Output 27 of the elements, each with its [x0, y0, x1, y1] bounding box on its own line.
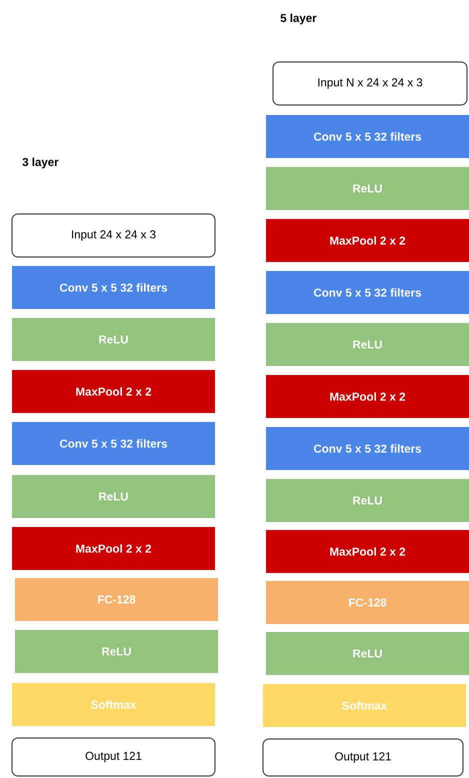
input-output-box: Output 121: [12, 738, 216, 776]
conv-layer-box: Conv 5 x 5 32 filters: [12, 266, 215, 309]
relu-layer-box: ReLU: [266, 323, 469, 366]
fc-layer-box: FC-128: [15, 578, 218, 621]
maxpool-layer-box: MaxPool 2 x 2: [12, 370, 215, 413]
maxpool-layer-box: MaxPool 2 x 2: [266, 375, 469, 418]
relu-layer-box: ReLU: [266, 167, 469, 210]
conv-layer-box: Conv 5 x 5 32 filters: [266, 271, 469, 314]
relu-layer-box: ReLU: [12, 475, 215, 518]
column-heading: 5 layer: [280, 14, 316, 24]
conv-layer-box: Conv 5 x 5 32 filters: [266, 115, 469, 158]
maxpool-layer-box: MaxPool 2 x 2: [266, 219, 469, 262]
column-heading: 3 layer: [22, 158, 58, 168]
input-output-box: Input 24 x 24 x 3: [12, 214, 216, 258]
conv-layer-box: Conv 5 x 5 32 filters: [266, 427, 469, 470]
maxpool-layer-box: MaxPool 2 x 2: [266, 530, 469, 573]
relu-layer-box: ReLU: [266, 632, 469, 675]
input-output-box: Input N x 24 x 24 x 3: [272, 62, 468, 106]
relu-layer-box: ReLU: [266, 479, 469, 522]
softmax-layer-box: Softmax: [12, 683, 215, 726]
maxpool-layer-box: MaxPool 2 x 2: [12, 527, 215, 570]
fc-layer-box: FC-128: [266, 581, 469, 624]
relu-layer-box: ReLU: [12, 318, 215, 361]
input-output-box: Output 121: [262, 738, 464, 776]
softmax-layer-box: Softmax: [263, 684, 466, 727]
relu-layer-box: ReLU: [15, 630, 218, 673]
conv-layer-box: Conv 5 x 5 32 filters: [12, 422, 215, 465]
